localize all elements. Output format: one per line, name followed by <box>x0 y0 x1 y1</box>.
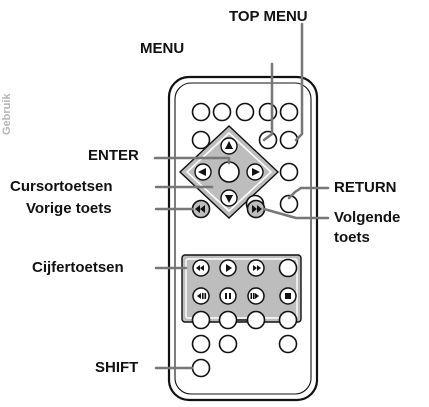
enter-button <box>218 161 240 183</box>
label-menu: MENU <box>140 40 185 57</box>
number-buttons-block <box>181 254 302 323</box>
button <box>191 102 211 122</box>
label-cijfertoetsen: Cijfertoetsen <box>32 259 124 276</box>
button <box>278 258 298 278</box>
button <box>191 334 211 354</box>
arrow-up-icon <box>225 141 233 149</box>
return-button <box>279 194 299 214</box>
remote-body-outer <box>167 75 319 402</box>
label-cursortoetsen: Cursortoetsen <box>10 178 113 195</box>
volgende-callout <box>262 207 330 220</box>
enter-callout <box>153 156 231 165</box>
button <box>191 310 211 330</box>
return-callout <box>287 186 303 200</box>
button <box>279 102 299 122</box>
label-return: RETURN <box>334 179 397 196</box>
label-volgende-line1: Volgende <box>334 209 401 226</box>
top-menu-callout <box>294 22 304 142</box>
button <box>246 310 266 330</box>
button <box>258 102 278 122</box>
remote-body-inner <box>174 82 312 395</box>
label-top-menu: TOP MENU <box>229 8 308 25</box>
label-shift: SHIFT <box>95 359 139 376</box>
button <box>212 102 232 122</box>
label-volgende-line2: toets <box>334 229 370 246</box>
button <box>258 130 278 150</box>
button <box>218 334 238 354</box>
button <box>278 310 298 330</box>
button <box>235 102 255 122</box>
button <box>278 334 298 354</box>
label-vorige-toets: Vorige toets <box>26 200 112 217</box>
shift-button <box>191 358 211 378</box>
arrow-left-icon <box>198 168 206 176</box>
pause-button <box>219 287 237 305</box>
arrow-down-icon <box>225 195 233 203</box>
button <box>218 310 238 330</box>
label-enter: ENTER <box>88 147 139 164</box>
button <box>279 162 299 182</box>
arrow-right-icon <box>252 168 260 176</box>
button <box>191 130 211 150</box>
menu-callout <box>262 62 274 142</box>
